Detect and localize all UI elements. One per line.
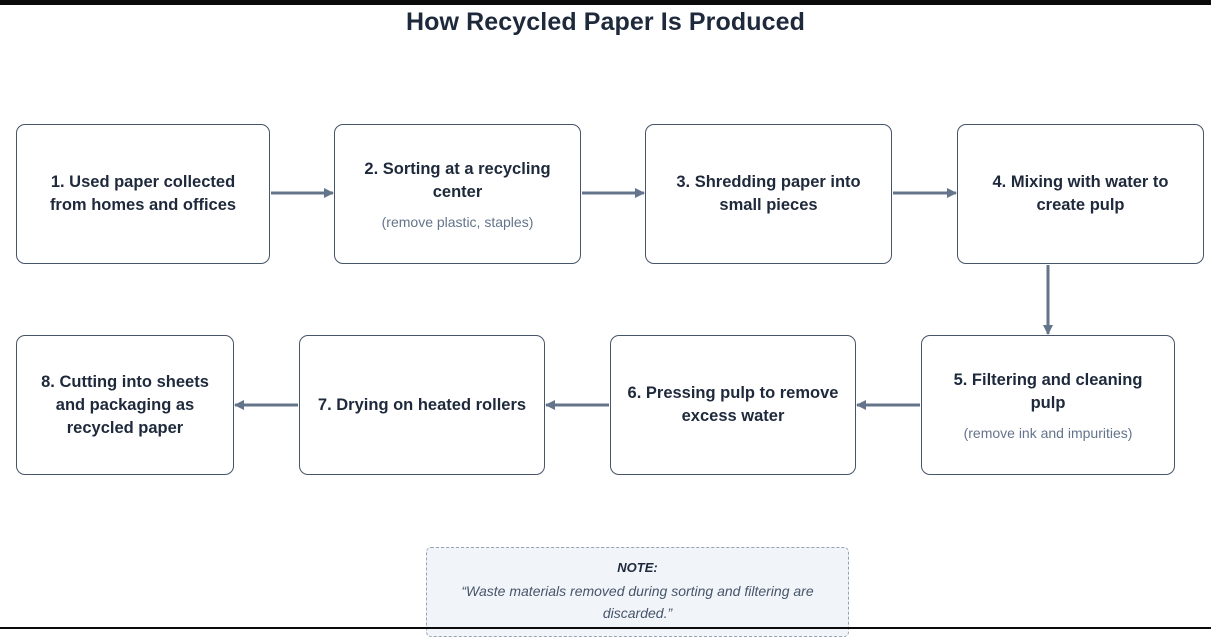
- step-4-label: 4. Mixing with water to create pulp: [992, 173, 1169, 214]
- note-box: NOTE: “Waste materials removed during so…: [426, 547, 849, 637]
- step-1-label: 1. Used paper collected from homes and o…: [49, 173, 237, 214]
- step-2-note: (remove plastic, staples): [381, 213, 534, 230]
- step-5-box: 5. Filtering and cleaning pulp (remove i…: [921, 335, 1175, 475]
- step-5-note: (remove ink and impurities): [963, 424, 1133, 441]
- top-border: [0, 0, 1211, 5]
- step-1-box: 1. Used paper collected from homes and o…: [16, 124, 270, 264]
- step-7-label: 7. Drying on heated rollers: [317, 395, 527, 414]
- step-4-box: 4. Mixing with water to create pulp: [957, 124, 1204, 264]
- bottom-border: [0, 627, 1211, 629]
- note-label: NOTE:: [617, 560, 658, 575]
- step-8-label: 8. Cutting into sheets and packaging as …: [41, 372, 209, 437]
- step-2-box: 2. Sorting at a recycling center (remove…: [334, 124, 581, 264]
- step-3-box: 3. Shredding paper into small pieces: [645, 124, 892, 264]
- step-5-label: 5. Filtering and cleaning pulp: [953, 370, 1143, 412]
- step-2-label: 2. Sorting at a recycling center: [364, 159, 551, 201]
- note-text: “Waste materials removed during sorting …: [461, 583, 814, 621]
- step-3-label: 3. Shredding paper into small pieces: [676, 173, 861, 214]
- step-6-label: 6. Pressing pulp to remove excess water: [627, 384, 839, 425]
- step-7-box: 7. Drying on heated rollers: [299, 335, 545, 475]
- step-6-box: 6. Pressing pulp to remove excess water: [610, 335, 856, 475]
- step-8-box: 8. Cutting into sheets and packaging as …: [16, 335, 234, 475]
- diagram-title: How Recycled Paper Is Produced: [406, 8, 805, 36]
